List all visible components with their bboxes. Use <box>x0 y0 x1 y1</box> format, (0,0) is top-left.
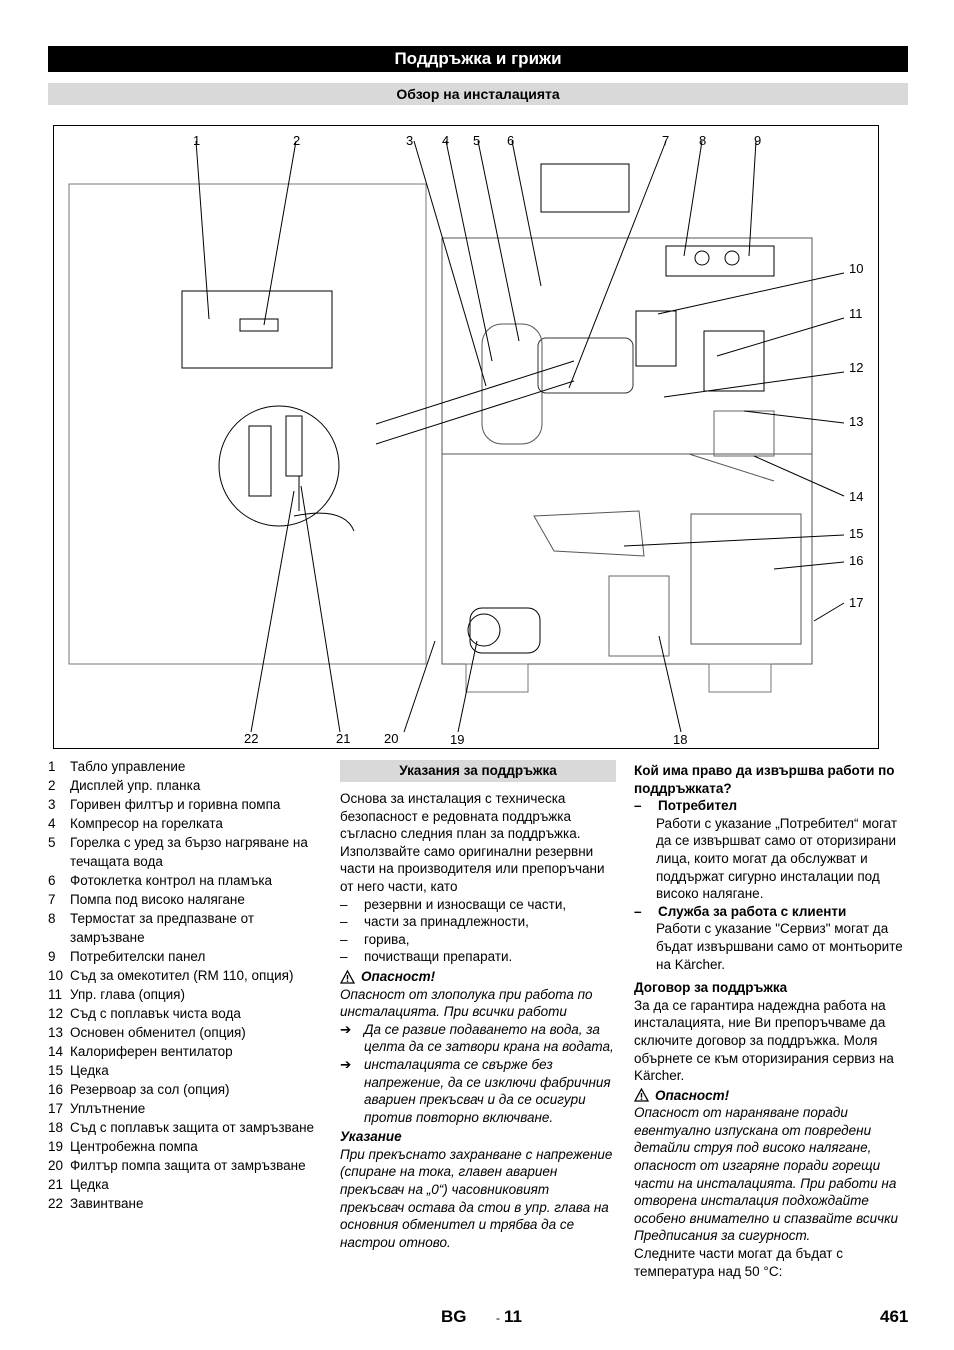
installation-diagram: 1 2 3 4 5 6 7 8 9 10 11 12 13 14 15 16 1… <box>53 125 879 749</box>
diagram-label-2: 2 <box>293 133 300 148</box>
arrow-right-icon: ➔ <box>340 1056 352 1072</box>
danger-label: Опасност! <box>634 1087 912 1105</box>
diagram-label-10: 10 <box>849 261 863 276</box>
list-item: –резервни и износващи се части, <box>340 896 567 912</box>
diagram-label-6: 6 <box>507 133 514 148</box>
diagram-label-19: 19 <box>450 732 464 747</box>
section-title: Поддръжка и грижи <box>48 46 908 72</box>
who-heading: Кой има право да извършва работи по подд… <box>634 763 895 796</box>
note-text: При прекъснато захранване с напрежение (… <box>340 1146 613 1250</box>
diagram-label-4: 4 <box>442 133 449 148</box>
diagram-label-17: 17 <box>849 595 863 610</box>
maintenance-intro: Основа за инсталация с техническа безопа… <box>340 791 605 894</box>
diagram-label-13: 13 <box>849 414 863 429</box>
service-title: –Служба за работа с клиенти <box>634 903 847 919</box>
diagram-label-8: 8 <box>699 133 706 148</box>
consumer-text: Работи с указание „Потребител“ могат да … <box>656 815 898 902</box>
diagram-label-22: 22 <box>244 731 258 746</box>
diagram-label-12: 12 <box>849 360 863 375</box>
footer-page-number: 461 <box>880 1307 909 1326</box>
diagram-label-15: 15 <box>849 526 863 541</box>
contract-text: За да се гарантира надеждна работа на ин… <box>634 997 894 1084</box>
diagram-label-20: 20 <box>384 731 398 746</box>
diagram-label-18: 18 <box>673 732 687 747</box>
diagram-label-3: 3 <box>406 133 413 148</box>
danger-text: Опасност от злополука при работа по инст… <box>340 986 593 1020</box>
temperature-text: Следните части могат да бъдат с температ… <box>634 1246 843 1279</box>
maintenance-notes: Указания за поддръжка Основа за инсталац… <box>340 760 616 1251</box>
arrow-right-icon: ➔ <box>340 1021 352 1037</box>
footer-local-page: -11 <box>496 1307 522 1326</box>
diagram-label-11: 11 <box>849 306 863 321</box>
arrow-item: ➔Да се развие подаването на вода, за цел… <box>340 1021 614 1055</box>
diagram-label-5: 5 <box>473 133 480 148</box>
danger-label: Опасност! <box>340 968 616 986</box>
list-item: –части за принадлежности, <box>340 914 529 930</box>
installation-drawing: 1 2 3 4 5 6 7 8 9 10 11 12 13 14 15 16 1… <box>68 133 863 747</box>
diagram-label-21: 21 <box>336 731 350 746</box>
maintenance-responsibility: Кой има право да извършва работи по подд… <box>634 762 912 1280</box>
maintenance-heading: Указания за поддръжка <box>340 760 616 782</box>
arrow-item: ➔инсталацията се свърже без напрежение, … <box>340 1056 611 1125</box>
note-label: Указание <box>340 1129 402 1145</box>
list-item: –горива, <box>340 931 410 947</box>
footer-language: BG <box>441 1307 467 1326</box>
diagram-label-16: 16 <box>849 553 863 568</box>
consumer-title: –Потребител <box>634 798 738 814</box>
section-subtitle: Обзор на инсталацията <box>48 83 908 105</box>
service-text: Работи с указание "Сервиз" могат да бъда… <box>656 921 903 972</box>
list-item: –почистващи препарати. <box>340 949 513 965</box>
diagram-label-9: 9 <box>754 133 761 148</box>
diagram-label-1: 1 <box>193 133 200 148</box>
diagram-label-7: 7 <box>662 133 669 148</box>
diagram-label-14: 14 <box>849 489 863 504</box>
danger-text: Опасност от нараняване поради евентуално… <box>634 1105 898 1244</box>
warning-triangle-icon <box>634 1088 649 1103</box>
contract-heading: Договор за поддръжка <box>634 980 788 996</box>
warning-triangle-icon <box>340 969 355 984</box>
